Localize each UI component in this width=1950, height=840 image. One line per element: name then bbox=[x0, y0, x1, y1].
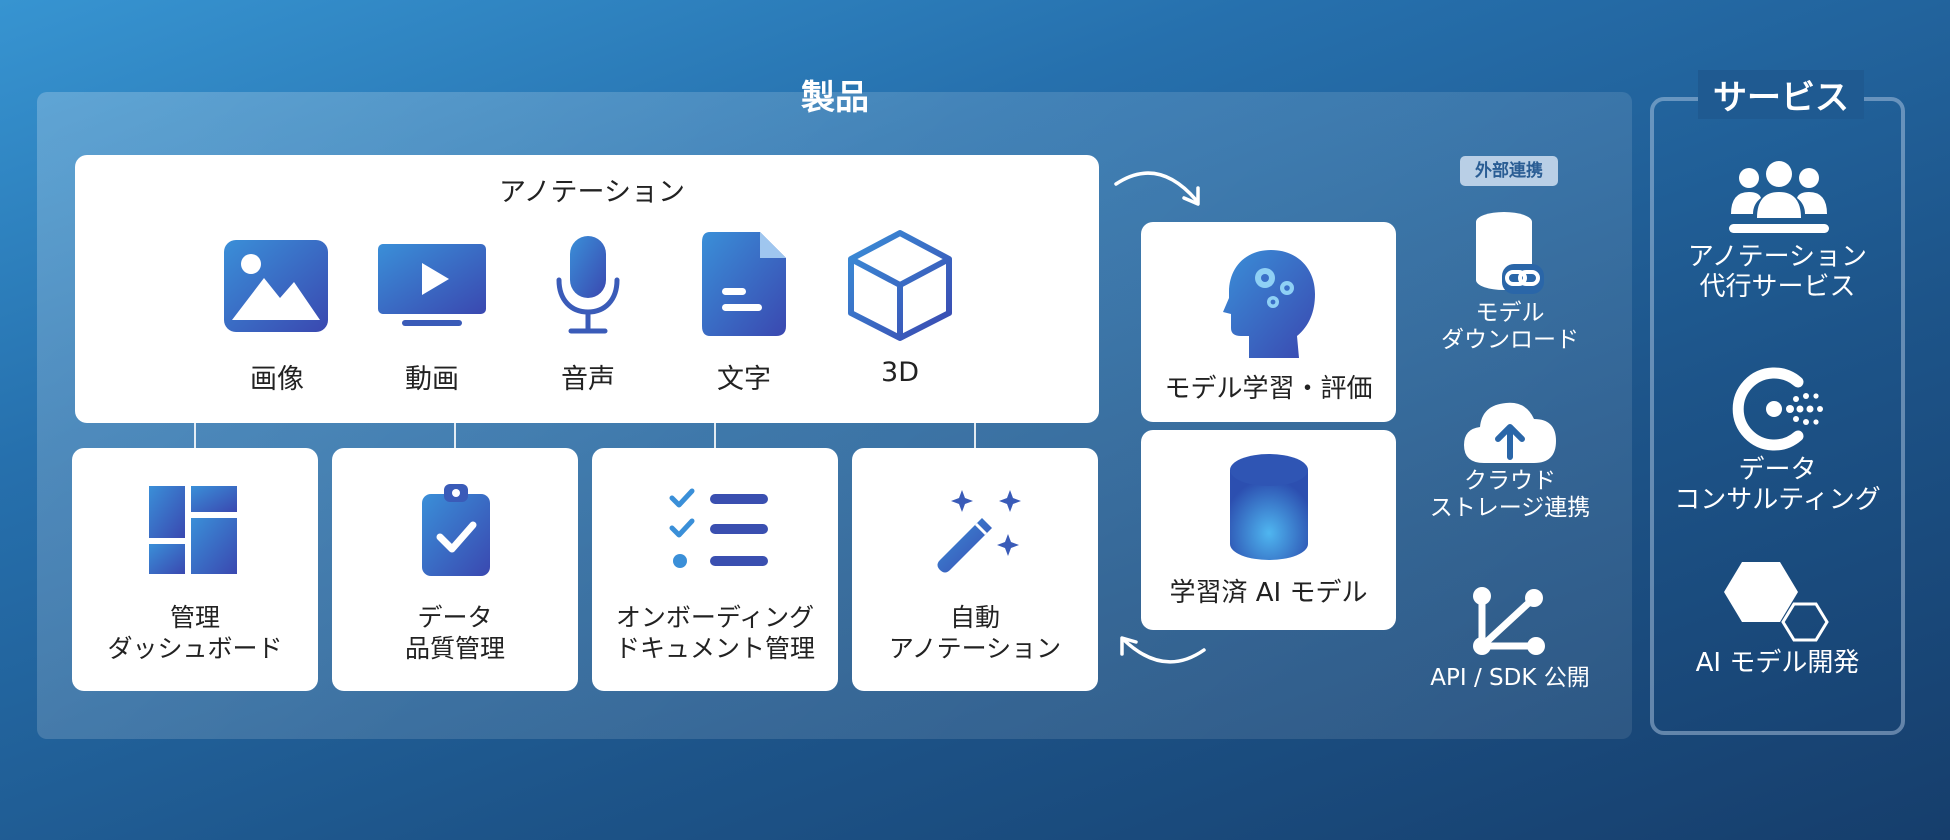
products-title: 製品 bbox=[801, 78, 869, 118]
microphone-icon bbox=[553, 234, 623, 336]
media-label-image: 画像 bbox=[250, 364, 304, 395]
database-cylinder-icon bbox=[1228, 452, 1310, 562]
trained-model-label: 学習済 AI モデル bbox=[1169, 578, 1368, 608]
external-integration-badge: 外部連携 bbox=[1460, 156, 1558, 186]
media-label-audio: 音声 bbox=[561, 364, 615, 395]
cycle-arrow-top-icon bbox=[1112, 162, 1208, 210]
services-title: サービス bbox=[1698, 70, 1864, 119]
video-player-icon bbox=[377, 243, 487, 329]
service-label-data-consulting: データコンサルティング bbox=[1674, 455, 1881, 515]
cycle-arrow-bottom-icon bbox=[1112, 628, 1208, 678]
checklist-icon bbox=[668, 487, 770, 571]
external-label-cloud-storage: クラウドストレージ連携 bbox=[1429, 468, 1591, 521]
consulting-icon bbox=[1730, 366, 1830, 452]
model-training-label: モデル学習・評価 bbox=[1164, 374, 1373, 404]
media-label-3d: 3D bbox=[881, 357, 919, 388]
brain-gears-icon bbox=[1223, 248, 1315, 360]
team-icon bbox=[1727, 158, 1831, 236]
connector-line bbox=[454, 423, 456, 448]
annotation-title: アノテーション bbox=[498, 177, 686, 208]
media-label-video: 動画 bbox=[405, 364, 459, 395]
external-label-api-sdk: API / SDK 公開 bbox=[1430, 665, 1590, 691]
document-icon bbox=[700, 230, 788, 338]
feature-label-dashboard: 管理ダッシュボード bbox=[107, 603, 283, 663]
service-label-annotation-outsourcing: アノテーション代行サービス bbox=[1687, 242, 1868, 302]
image-icon bbox=[222, 238, 330, 334]
connector-line bbox=[974, 423, 976, 448]
feature-card-auto-annotation[interactable] bbox=[852, 448, 1098, 691]
database-link-icon bbox=[1474, 212, 1546, 294]
connector-line bbox=[194, 423, 196, 448]
clipboard-check-icon bbox=[420, 482, 492, 578]
feature-label-auto-annotation: 自動アノテーション bbox=[888, 603, 1062, 663]
cube-icon bbox=[845, 228, 955, 342]
magic-wand-icon bbox=[932, 484, 1024, 576]
cloud-upload-icon bbox=[1462, 397, 1558, 467]
feature-label-quality: データ品質管理 bbox=[404, 603, 505, 663]
external-label-model-download: モデルダウンロード bbox=[1441, 300, 1579, 353]
media-label-text: 文字 bbox=[717, 364, 771, 395]
feature-label-onboarding: オンボーディングドキュメント管理 bbox=[614, 603, 815, 663]
feature-card-onboarding[interactable] bbox=[592, 448, 838, 691]
dashboard-icon bbox=[148, 485, 238, 575]
service-label-ai-model-dev: AI モデル開発 bbox=[1695, 648, 1860, 678]
share-nodes-icon bbox=[1470, 584, 1550, 660]
hexagons-icon bbox=[1724, 560, 1836, 642]
connector-line bbox=[714, 423, 716, 448]
